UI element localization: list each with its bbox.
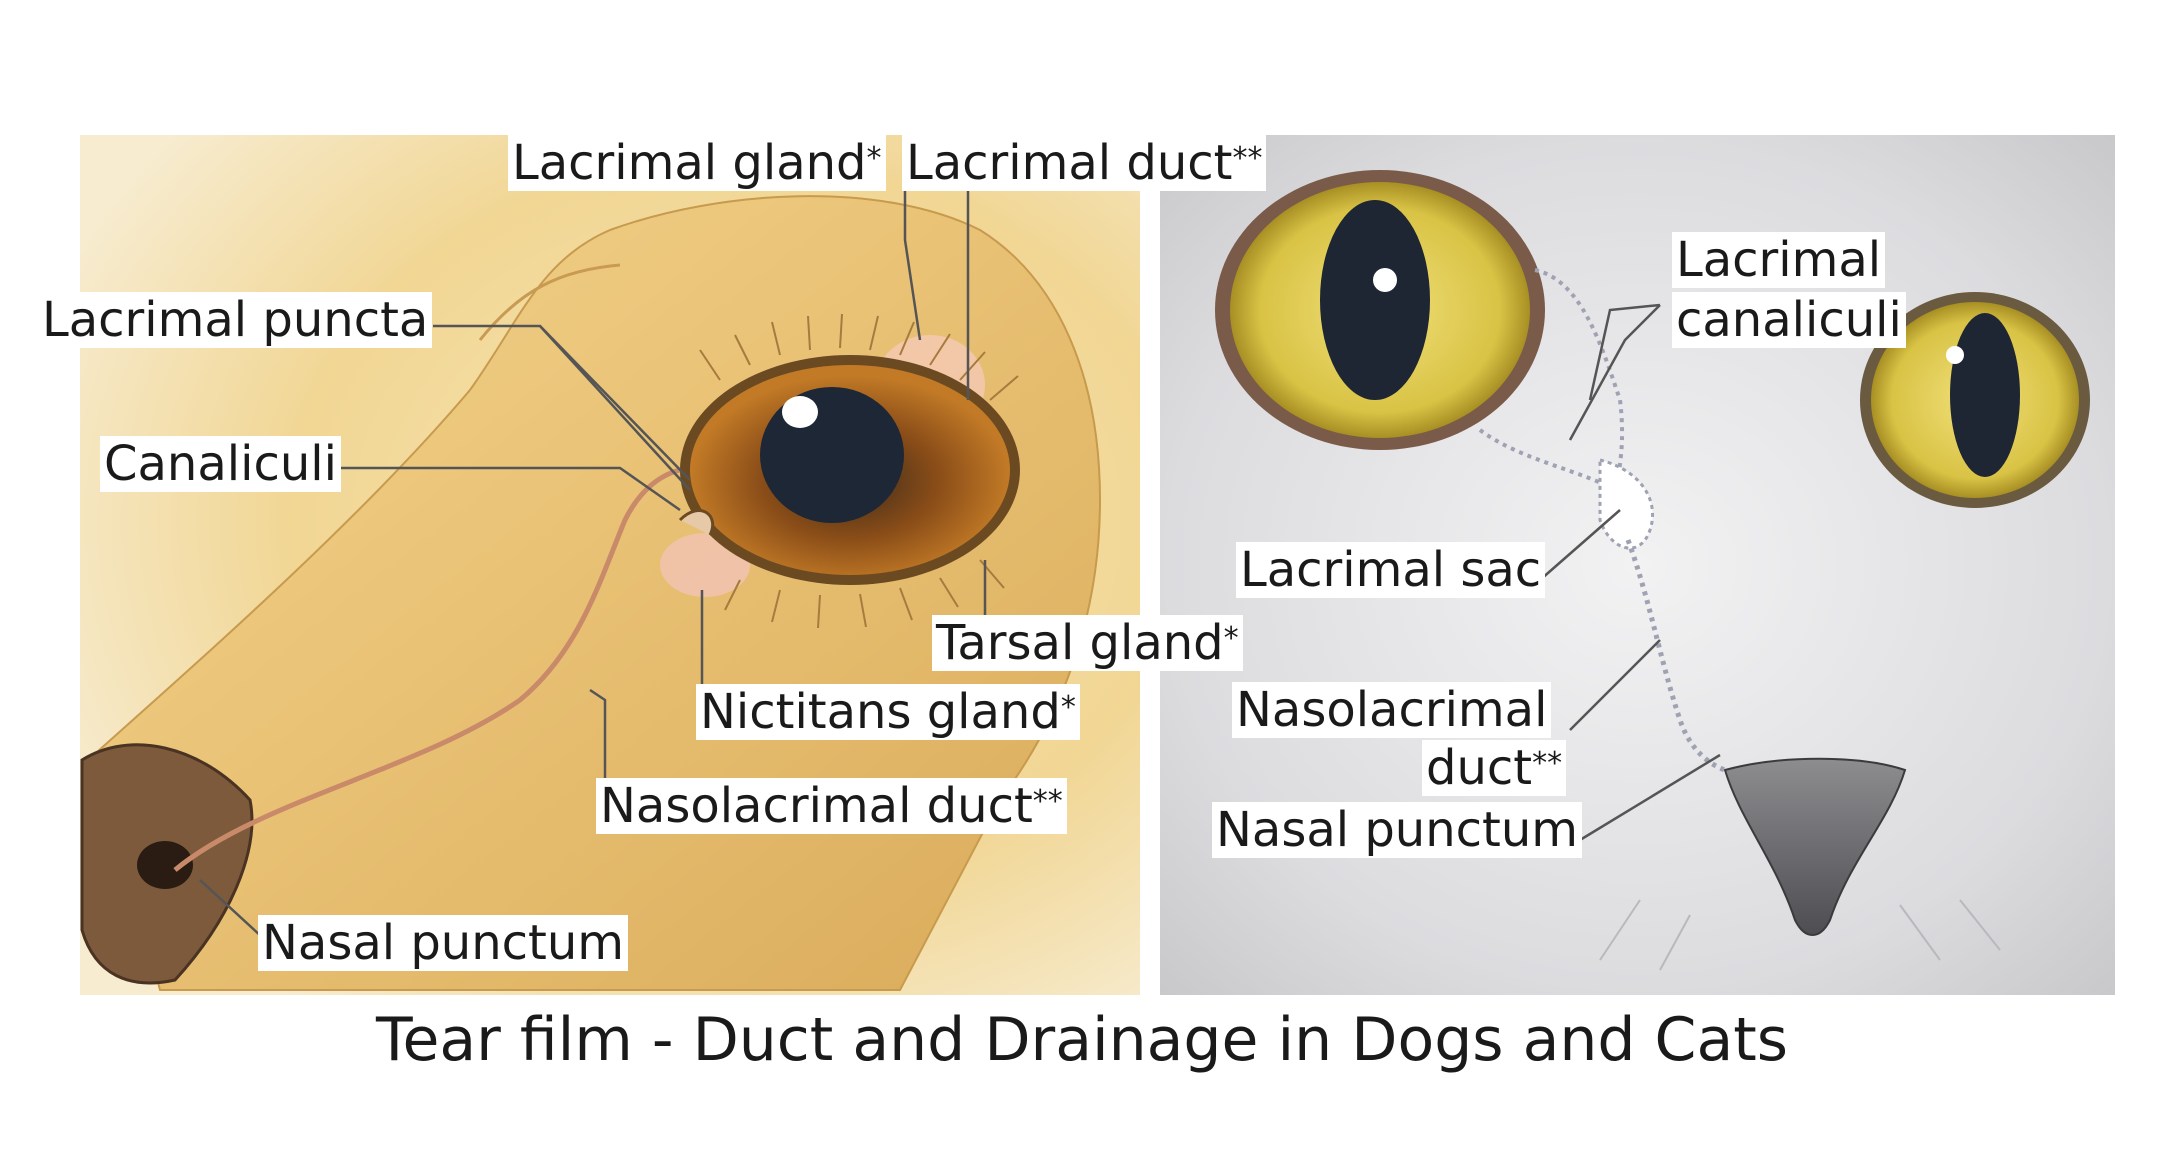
dog-illustration	[80, 135, 1140, 995]
cat-leader-lines	[1539, 303, 1721, 842]
dog-nasolacrimal-duct	[173, 467, 681, 872]
cat-pupil-left	[1320, 200, 1430, 400]
label-lacrimal-duct: Lacrimal duct**	[902, 135, 1267, 191]
label-nasal-punctum-cat: Nasal punctum	[1212, 802, 1583, 858]
dog-pupil	[760, 387, 904, 523]
label-marker: **	[1532, 746, 1563, 781]
cat-pupil-right	[1950, 313, 2020, 477]
label-lacrimal-puncta: Lacrimal puncta	[38, 292, 433, 348]
label-lacrimal-gland: Lacrimal gland*	[508, 135, 886, 191]
label-nasolacrimal-duct-dog: Nasolacrimal duct**	[596, 778, 1067, 834]
dog-leader-lines	[199, 160, 987, 938]
label-marker: *	[1060, 690, 1076, 725]
label-tarsal-gland: Tarsal gland*	[932, 615, 1243, 671]
cat-whisker-marks	[1599, 899, 2001, 971]
label-lacrimal-canaliculi-1: Lacrimal	[1672, 232, 1886, 288]
label-marker: **	[1032, 784, 1063, 819]
dog-brow	[478, 263, 621, 341]
dog-nostril	[137, 841, 193, 889]
dog-third-eyelid	[678, 509, 715, 536]
cat-eye-highlight-left	[1373, 268, 1397, 292]
cat-lacrimal-sac	[1598, 458, 1655, 550]
label-canaliculi: Canaliculi	[100, 436, 341, 492]
dog-eyelashes	[699, 313, 1019, 629]
label-nasolacrimal-duct-cat-2: duct**	[1422, 740, 1567, 796]
label-marker: *	[866, 141, 882, 176]
label-nasolacrimal-duct-cat-1: Nasolacrimal	[1232, 682, 1552, 738]
cat-nasolacrimal-duct	[1625, 539, 1726, 773]
label-marker: **	[1232, 141, 1263, 176]
label-lacrimal-sac: Lacrimal sac	[1236, 542, 1546, 598]
cat-eye-highlight-right	[1946, 346, 1964, 364]
label-lacrimal-canaliculi-2: canaliculi	[1672, 292, 1906, 348]
cat-nose	[1723, 757, 1907, 936]
label-marker: *	[1223, 621, 1239, 656]
label-nasal-punctum-dog: Nasal punctum	[258, 915, 629, 971]
cat-lacrimal-canaliculi-upper	[1534, 268, 1625, 491]
figure-caption: Tear film - Duct and Drainage in Dogs an…	[375, 1005, 1789, 1075]
dog-eye-highlight	[782, 396, 818, 428]
label-nictitans-gland: Nictitans gland*	[696, 684, 1080, 740]
